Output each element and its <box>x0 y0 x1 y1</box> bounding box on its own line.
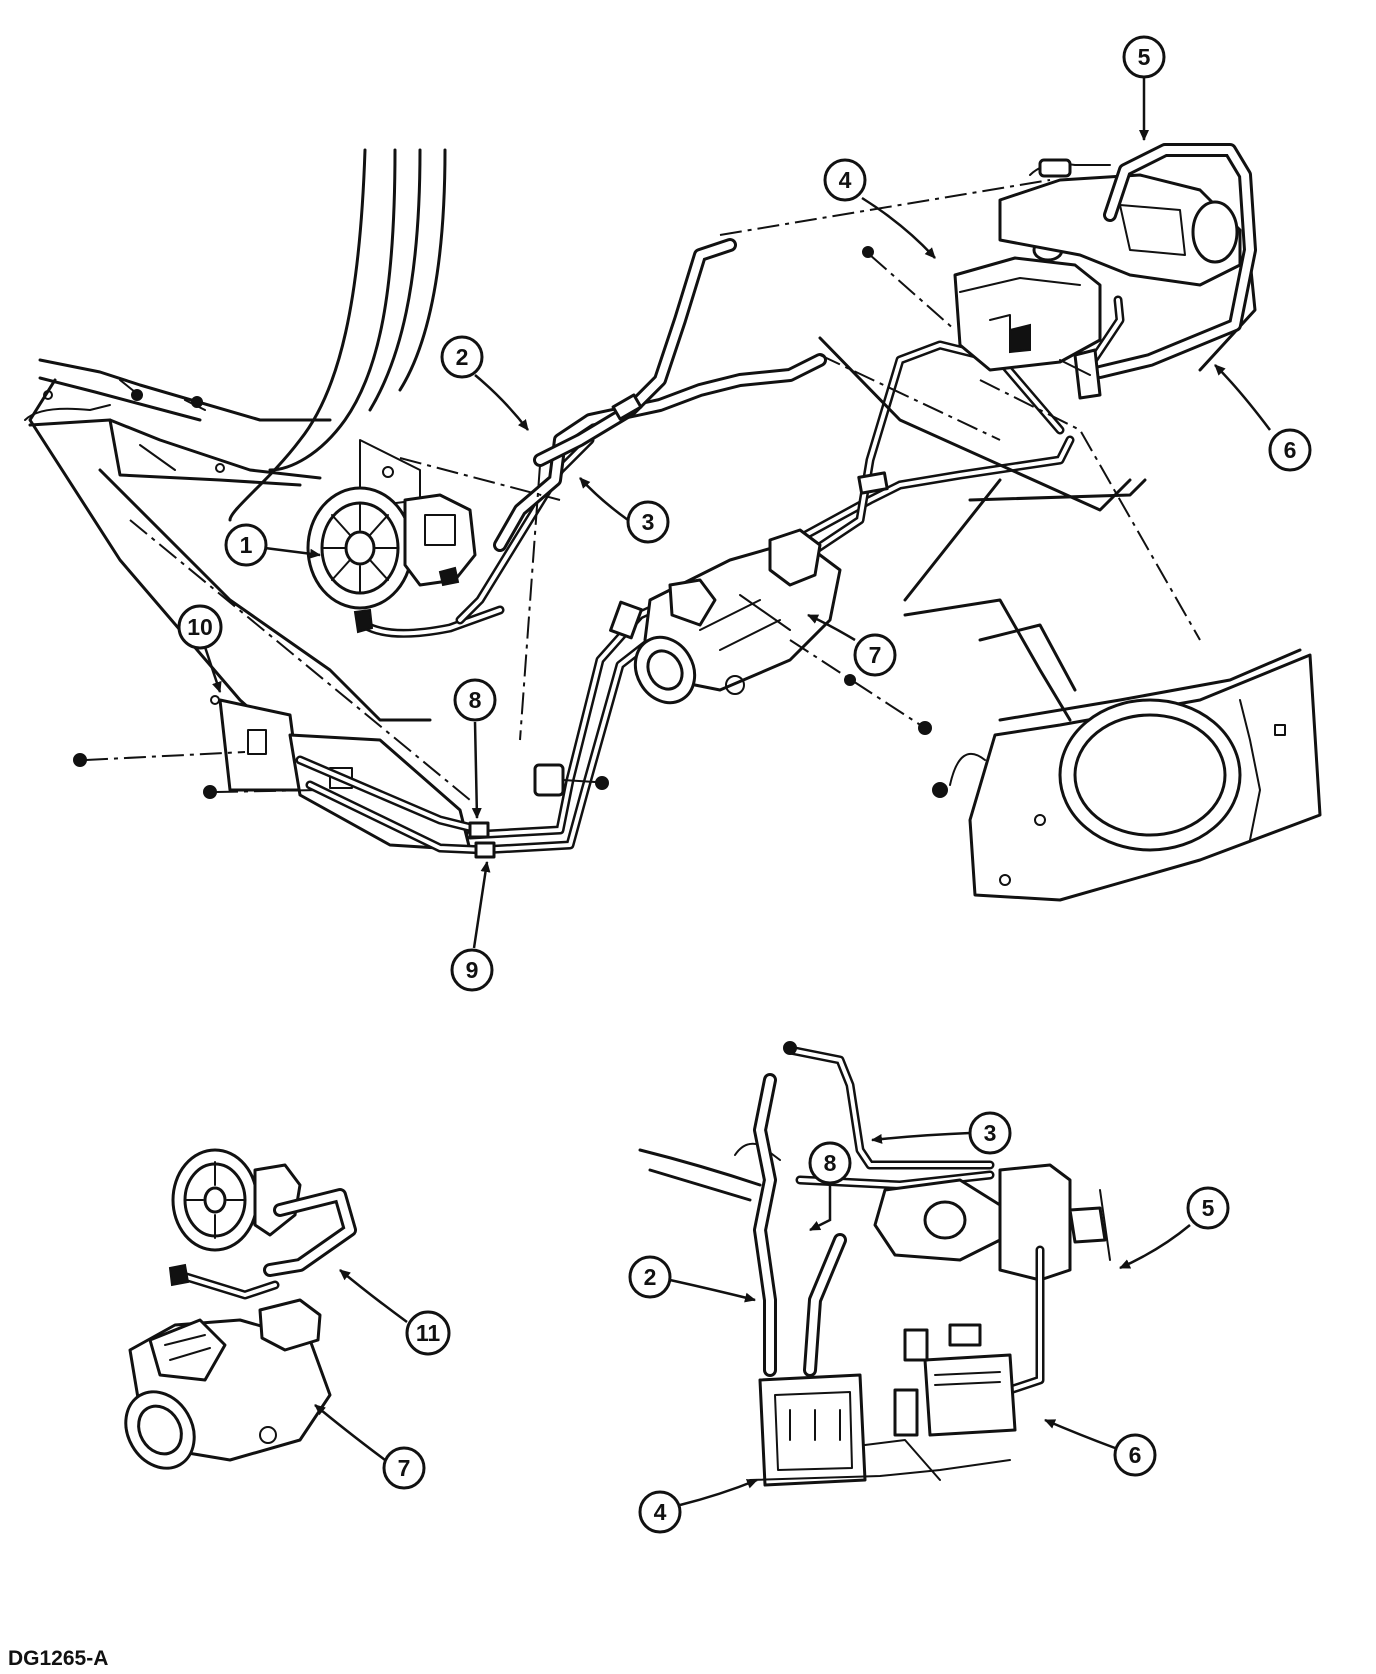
inner-fender-lines <box>228 148 447 522</box>
callout-2-label: 2 <box>456 344 469 370</box>
callout-3-inset <box>968 1111 1012 1155</box>
inset-pump-gear <box>124 1148 357 1470</box>
oil-cooler <box>73 698 496 859</box>
callout-1 <box>224 523 268 567</box>
callout-6 <box>1268 428 1312 472</box>
callout-10-label: 10 <box>187 614 213 640</box>
callout-1-label: 1 <box>240 532 253 558</box>
callout-3 <box>626 500 670 544</box>
callout-6-inset-label: 6 <box>1129 1442 1142 1468</box>
callout-8 <box>453 678 497 722</box>
callout-5-inset <box>1186 1186 1230 1230</box>
assembly-leaders <box>129 179 1201 801</box>
callout-6-inset <box>1113 1433 1157 1477</box>
callout-3-inset-label: 3 <box>984 1120 997 1146</box>
callout-4-inset-label: 4 <box>654 1499 667 1525</box>
callout-3-label: 3 <box>642 509 655 535</box>
callout-11-label: 11 <box>416 1320 441 1346</box>
steering-gear <box>633 528 932 735</box>
callout-7-inset-label: 7 <box>398 1455 411 1481</box>
callout-11 <box>405 1310 451 1356</box>
brake-booster-assembly <box>998 143 1257 400</box>
return-hose-main <box>493 238 827 552</box>
callout-4-label: 4 <box>839 167 852 193</box>
callout-6-label: 6 <box>1284 437 1297 463</box>
callout-7-label: 7 <box>869 642 882 668</box>
callout-8-inset <box>808 1141 852 1185</box>
callout-8-label: 8 <box>469 687 482 713</box>
fluid-reservoir <box>862 238 1102 372</box>
frame-rail-left <box>24 358 432 782</box>
callout-5-inset-label: 5 <box>1202 1195 1215 1221</box>
callout-2-inset-label: 2 <box>644 1264 657 1290</box>
callout-5 <box>1122 35 1166 79</box>
inset-reservoir-lines <box>638 1041 1111 1487</box>
callout-7-inset <box>382 1446 426 1490</box>
callout-9-label: 9 <box>466 957 479 983</box>
callout-7 <box>853 633 897 677</box>
callout-8-inset-label: 8 <box>824 1150 837 1176</box>
callout-10 <box>177 604 223 650</box>
pump-outlet-hose <box>353 435 595 638</box>
callout-2 <box>440 335 484 379</box>
callout-4 <box>823 158 867 202</box>
callout-4-inset <box>638 1490 682 1534</box>
fender-right <box>903 598 1322 902</box>
callout-2-inset <box>628 1255 672 1299</box>
callout-9 <box>450 948 494 992</box>
line-bracket-clip <box>533 763 609 797</box>
callout-5-label: 5 <box>1138 44 1151 70</box>
figure-id: DG1265-A <box>8 1647 108 1670</box>
power-steering-pump <box>306 486 477 610</box>
